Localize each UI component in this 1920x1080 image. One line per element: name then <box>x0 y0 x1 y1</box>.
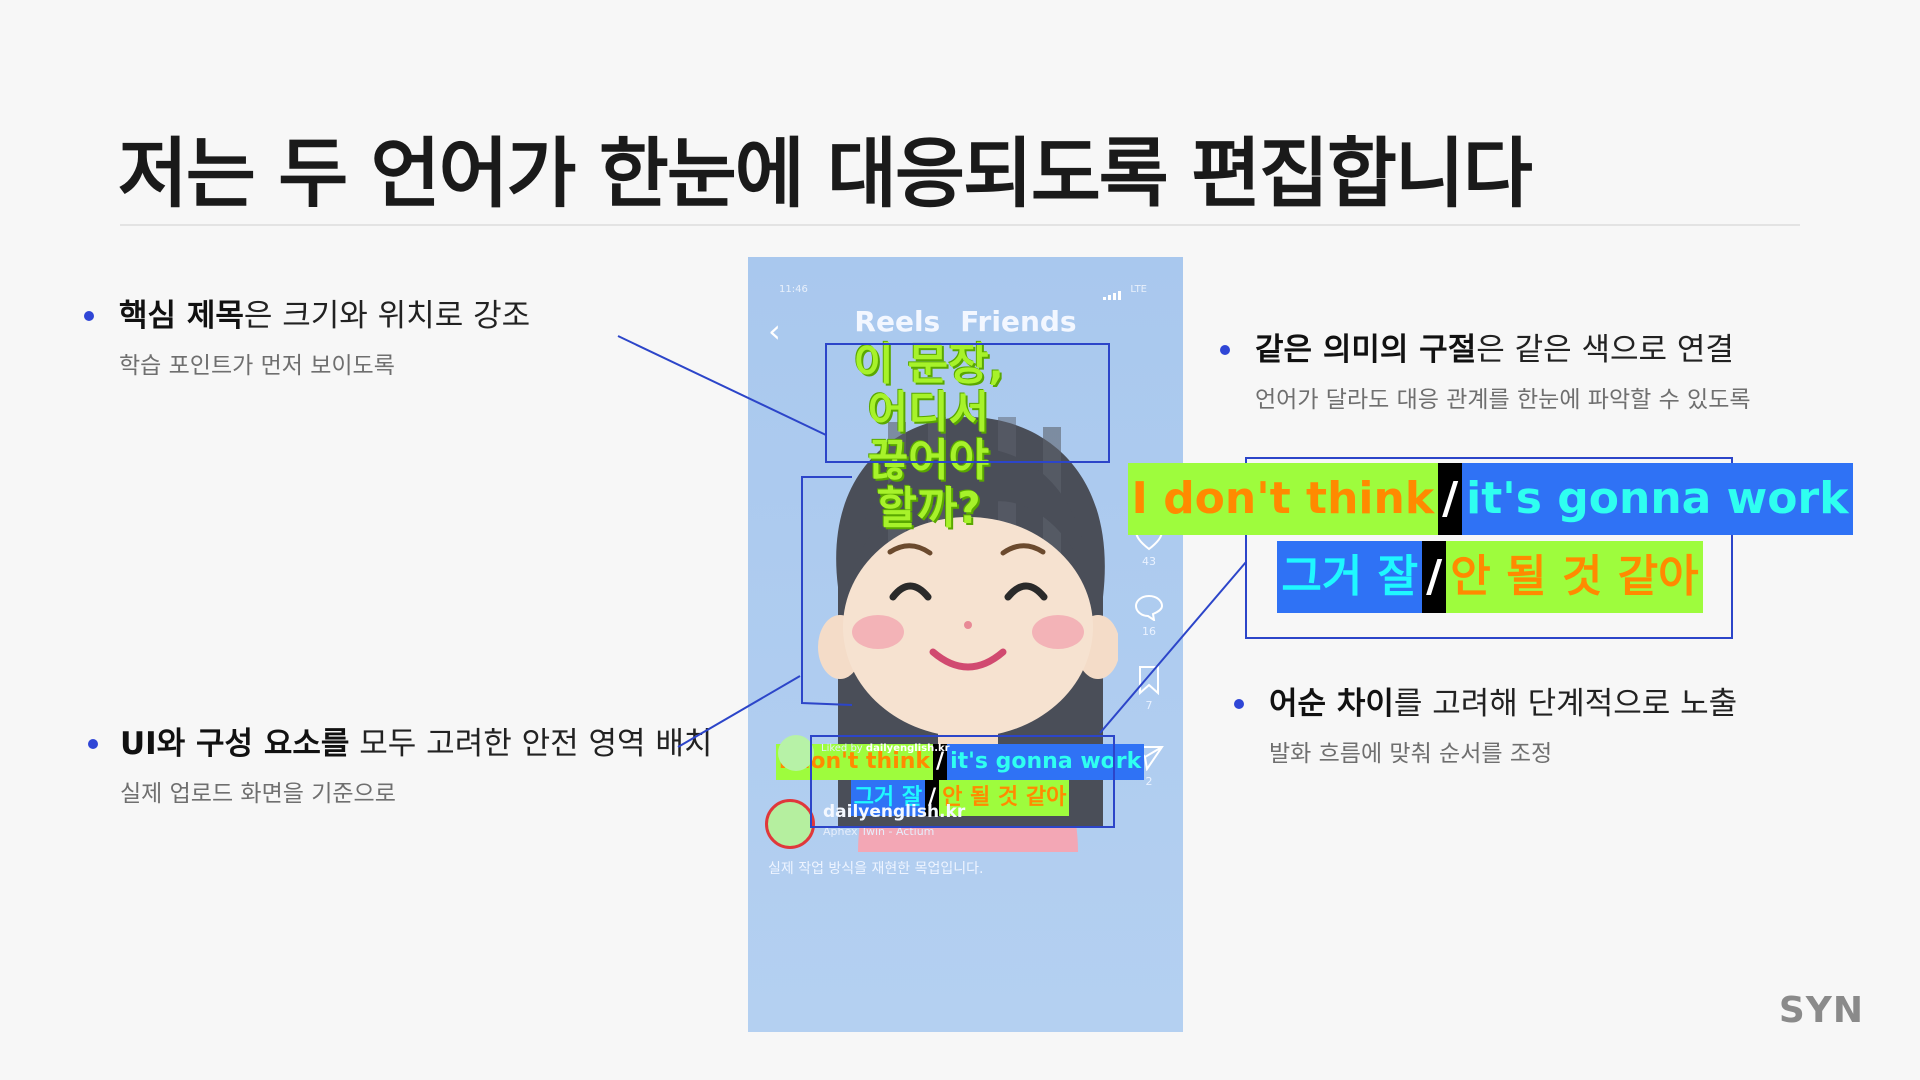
title-divider <box>120 224 1800 226</box>
callout-subtext: 학습 포인트가 먼저 보이도록 <box>119 353 395 379</box>
reels-tab-bar: Reels Friends <box>748 305 1183 338</box>
comment-action[interactable]: 16 <box>1129 593 1169 638</box>
subtitle-english-row: I don't think/it's gonna work <box>1127 463 1853 535</box>
post-caption: 실제 작업 방식을 재현한 목업입니다. <box>768 861 984 877</box>
phone-subtitle: I don't think/it's gonna work 그거 잘/안 될 것… <box>775 744 1145 816</box>
subtitle-ko-chunk-2: 안 될 것 같아 <box>1446 541 1703 613</box>
callout-safe-area: UI와 구성 요소를 모두 고려한 안전 영역 배치 실제 업로드 화면을 기준… <box>88 722 712 808</box>
brand-logo: SYN <box>1778 990 1864 1031</box>
callout-color-matching: 같은 의미의 구절은 같은 색으로 연결 언어가 달라도 대응 관계를 한눈에 … <box>1220 328 1751 414</box>
comment-icon <box>1134 594 1164 621</box>
liker-avatar[interactable] <box>778 735 814 771</box>
bullet-dot <box>84 311 94 321</box>
bookmark-count: 7 <box>1145 699 1153 712</box>
callout-subtext: 언어가 달라도 대응 관계를 한눈에 파악할 수 있도록 <box>1255 387 1751 413</box>
callout-text: 모두 고려한 안전 영역 배치 <box>349 726 713 762</box>
subtitle-ko-chunk-1: 그거 잘 <box>850 780 926 816</box>
bullet-dot <box>1220 345 1230 355</box>
share-count: 2 <box>1145 775 1153 788</box>
callout-text: 은 크기와 위치로 강조 <box>243 298 531 334</box>
callout-text: 은 같은 색으로 연결 <box>1476 332 1734 368</box>
tab-reels[interactable]: Reels <box>854 305 941 338</box>
subtitle-ko-chunk-1: 그거 잘 <box>1277 541 1423 613</box>
status-time: 11:46 <box>779 284 808 295</box>
callout-word-order: 어순 차이를 고려해 단계적으로 노출 발화 흐름에 맞춰 순서를 조정 <box>1234 682 1737 768</box>
liked-by-user[interactable]: dailyenglish.kr <box>865 743 950 754</box>
comment-count: 16 <box>1142 625 1156 638</box>
music-label[interactable]: Aphex Twin - Actium <box>823 825 935 838</box>
subtitle-zoom: I don't think/it's gonna work 그거 잘/안 될 것… <box>1127 463 1853 613</box>
bookmark-icon <box>1139 666 1159 695</box>
callout-bold: UI와 구성 요소를 <box>120 726 350 762</box>
subtitle-separator: / <box>933 744 948 780</box>
subtitle-en-chunk-2: it's gonna work <box>1462 463 1853 535</box>
bullet-dot <box>88 739 98 749</box>
subtitle-english-row: I don't think/it's gonna work <box>775 744 1145 780</box>
callout-subtext: 실제 업로드 화면을 기준으로 <box>120 781 396 807</box>
bullet-dot <box>1234 699 1244 709</box>
slide-title: 저는 두 언어가 한눈에 대응되도록 편집합니다 <box>118 129 1533 218</box>
subtitle-ko-chunk-2: 안 될 것 같아 <box>939 780 1070 816</box>
profile-avatar[interactable] <box>765 799 815 849</box>
subtitle-separator: / <box>925 780 940 816</box>
subtitle-highlight <box>810 735 1115 828</box>
subtitle-korean-row: 그거 잘/안 될 것 같아 <box>1252 541 1728 613</box>
callout-title-emphasis: 핵심 제목은 크기와 위치로 강조 학습 포인트가 먼저 보이도록 <box>84 294 530 380</box>
subtitle-en-chunk-1: I don't think <box>1127 463 1439 535</box>
callout-bold: 같은 의미의 구절 <box>1255 332 1477 368</box>
subtitle-zoom-box <box>1245 457 1733 639</box>
callout-text: 를 고려해 단계적으로 노출 <box>1393 686 1738 722</box>
account-name[interactable]: dailyenglish.kr <box>823 802 966 822</box>
subtitle-korean-row: 그거 잘/안 될 것 같아 <box>810 780 1110 816</box>
like-count: 43 <box>1142 555 1156 568</box>
status-network: LTE <box>1130 284 1147 295</box>
tab-friends[interactable]: Friends <box>960 305 1077 338</box>
subtitle-separator: / <box>1438 463 1463 535</box>
callout-bold: 어순 차이 <box>1269 686 1394 722</box>
liked-by-text: Liked by dailyenglish.kr <box>821 743 950 754</box>
callout-bold: 핵심 제목 <box>119 298 244 334</box>
signal-icon <box>1103 281 1123 300</box>
hook-title: 이 문장, 어디서 끊어야 할까? <box>853 339 1004 534</box>
bookmark-action[interactable]: 7 <box>1129 665 1169 712</box>
callout-subtext: 발화 흐름에 맞춰 순서를 조정 <box>1269 741 1553 767</box>
subtitle-separator: / <box>1422 541 1447 613</box>
subtitle-en-chunk-2: it's gonna work <box>947 744 1145 780</box>
hook-title-highlight <box>825 343 1110 463</box>
